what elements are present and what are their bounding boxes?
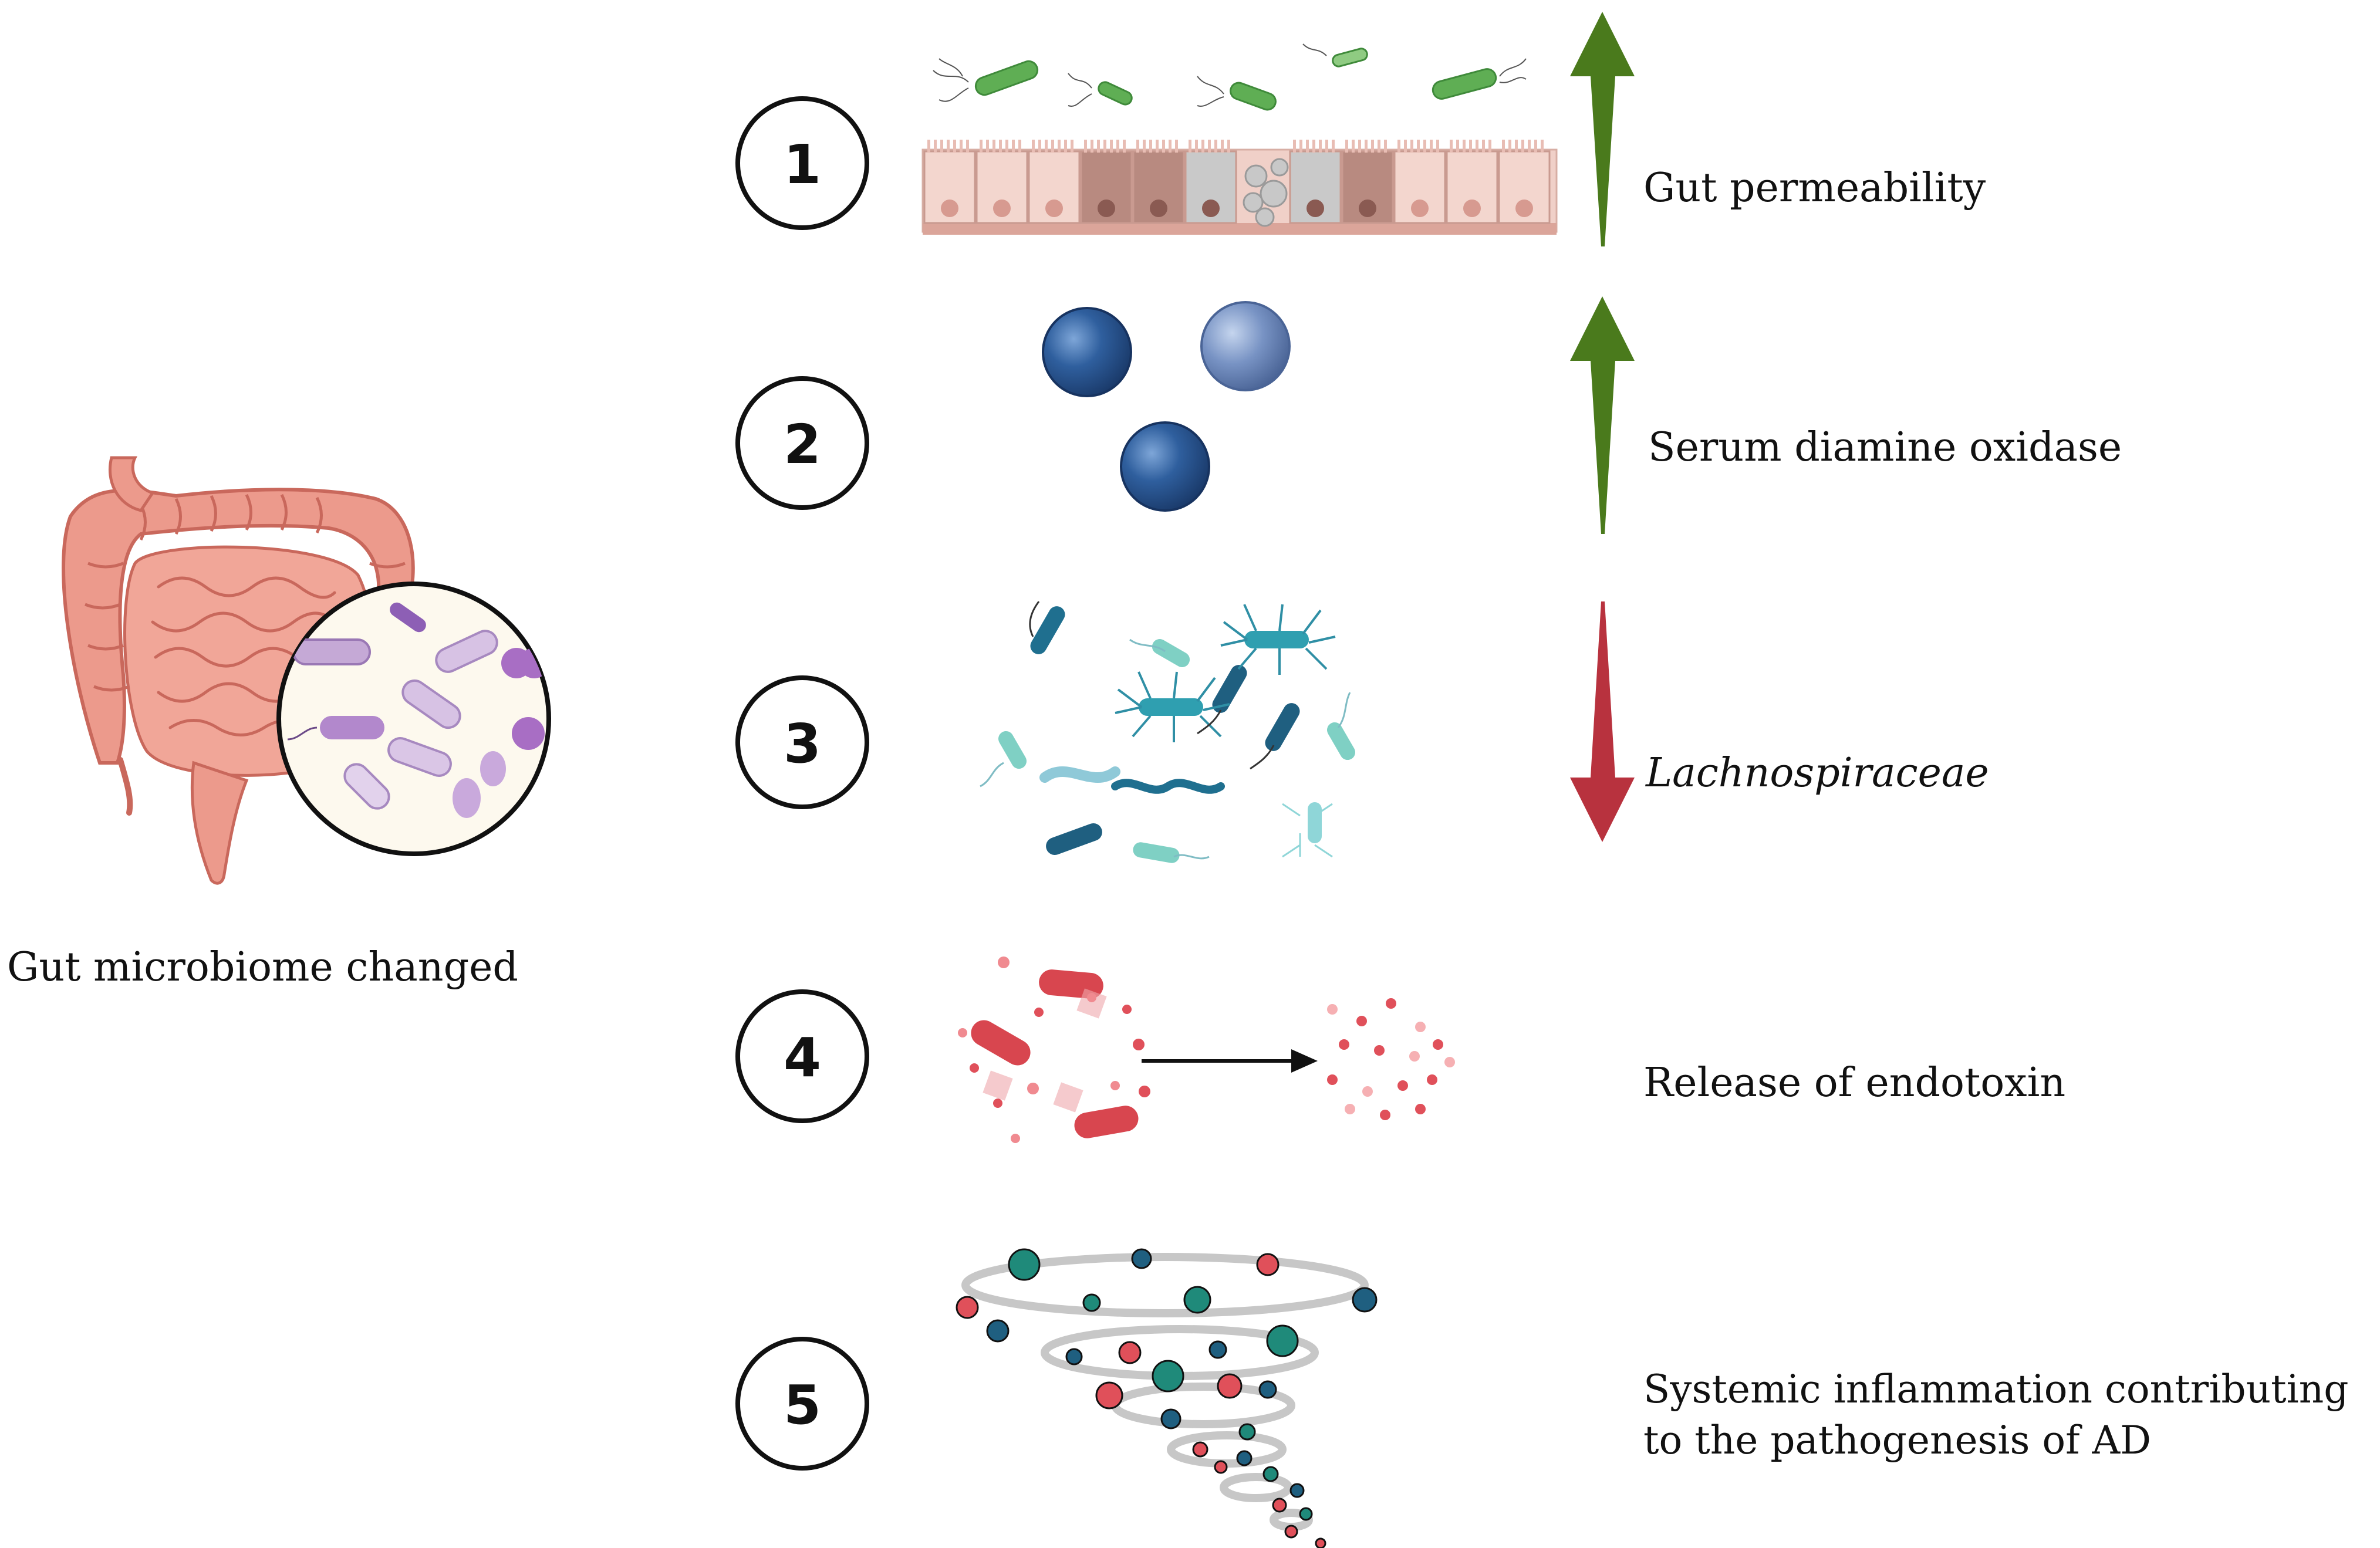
- step-number-2-text: 2: [784, 413, 821, 476]
- rectum: [190, 761, 249, 885]
- step-number-3-text: 3: [784, 712, 821, 775]
- step-1-epithelium: [921, 43, 1558, 235]
- intestine-illustration: [62, 456, 551, 885]
- step-4-endotoxin: [958, 956, 1455, 1143]
- step-3-microbes: [980, 601, 1355, 863]
- arrow-down-lachnospiraceae: [1570, 601, 1635, 842]
- arrow-up-gut-permeability: [1570, 12, 1635, 246]
- step-number-2: 2: [735, 376, 869, 510]
- step-number-5-text: 5: [784, 1374, 821, 1437]
- step-number-5: 5: [735, 1337, 869, 1471]
- left-caption: Gut microbiome changed: [7, 944, 518, 991]
- step-5-inflammation-tornado: [956, 1248, 1378, 1548]
- label-systemic-inflammation-line1: Systemic inflammation contributing: [1643, 1367, 2349, 1412]
- label-systemic-inflammation-line2: to the pathogenesis of AD: [1643, 1418, 2152, 1463]
- label-gut-permeability: Gut permeability: [1643, 165, 1986, 211]
- step-number-4: 4: [735, 989, 869, 1123]
- label-release-of-endotoxin: Release of endotoxin: [1643, 1060, 2066, 1106]
- step-number-1: 1: [735, 96, 869, 230]
- arrow-up-serum-dao: [1570, 296, 1635, 534]
- step-number-3: 3: [735, 675, 869, 809]
- label-lachnospiraceae: Lachnospiraceae: [1646, 750, 1989, 796]
- step-number-4-text: 4: [784, 1026, 821, 1089]
- lens-bacteria: [287, 602, 549, 818]
- step-2-dao-spheres: [1042, 301, 1291, 512]
- label-serum-diamine-oxidase: Serum diamine oxidase: [1648, 424, 2122, 471]
- step-number-1-text: 1: [784, 133, 821, 196]
